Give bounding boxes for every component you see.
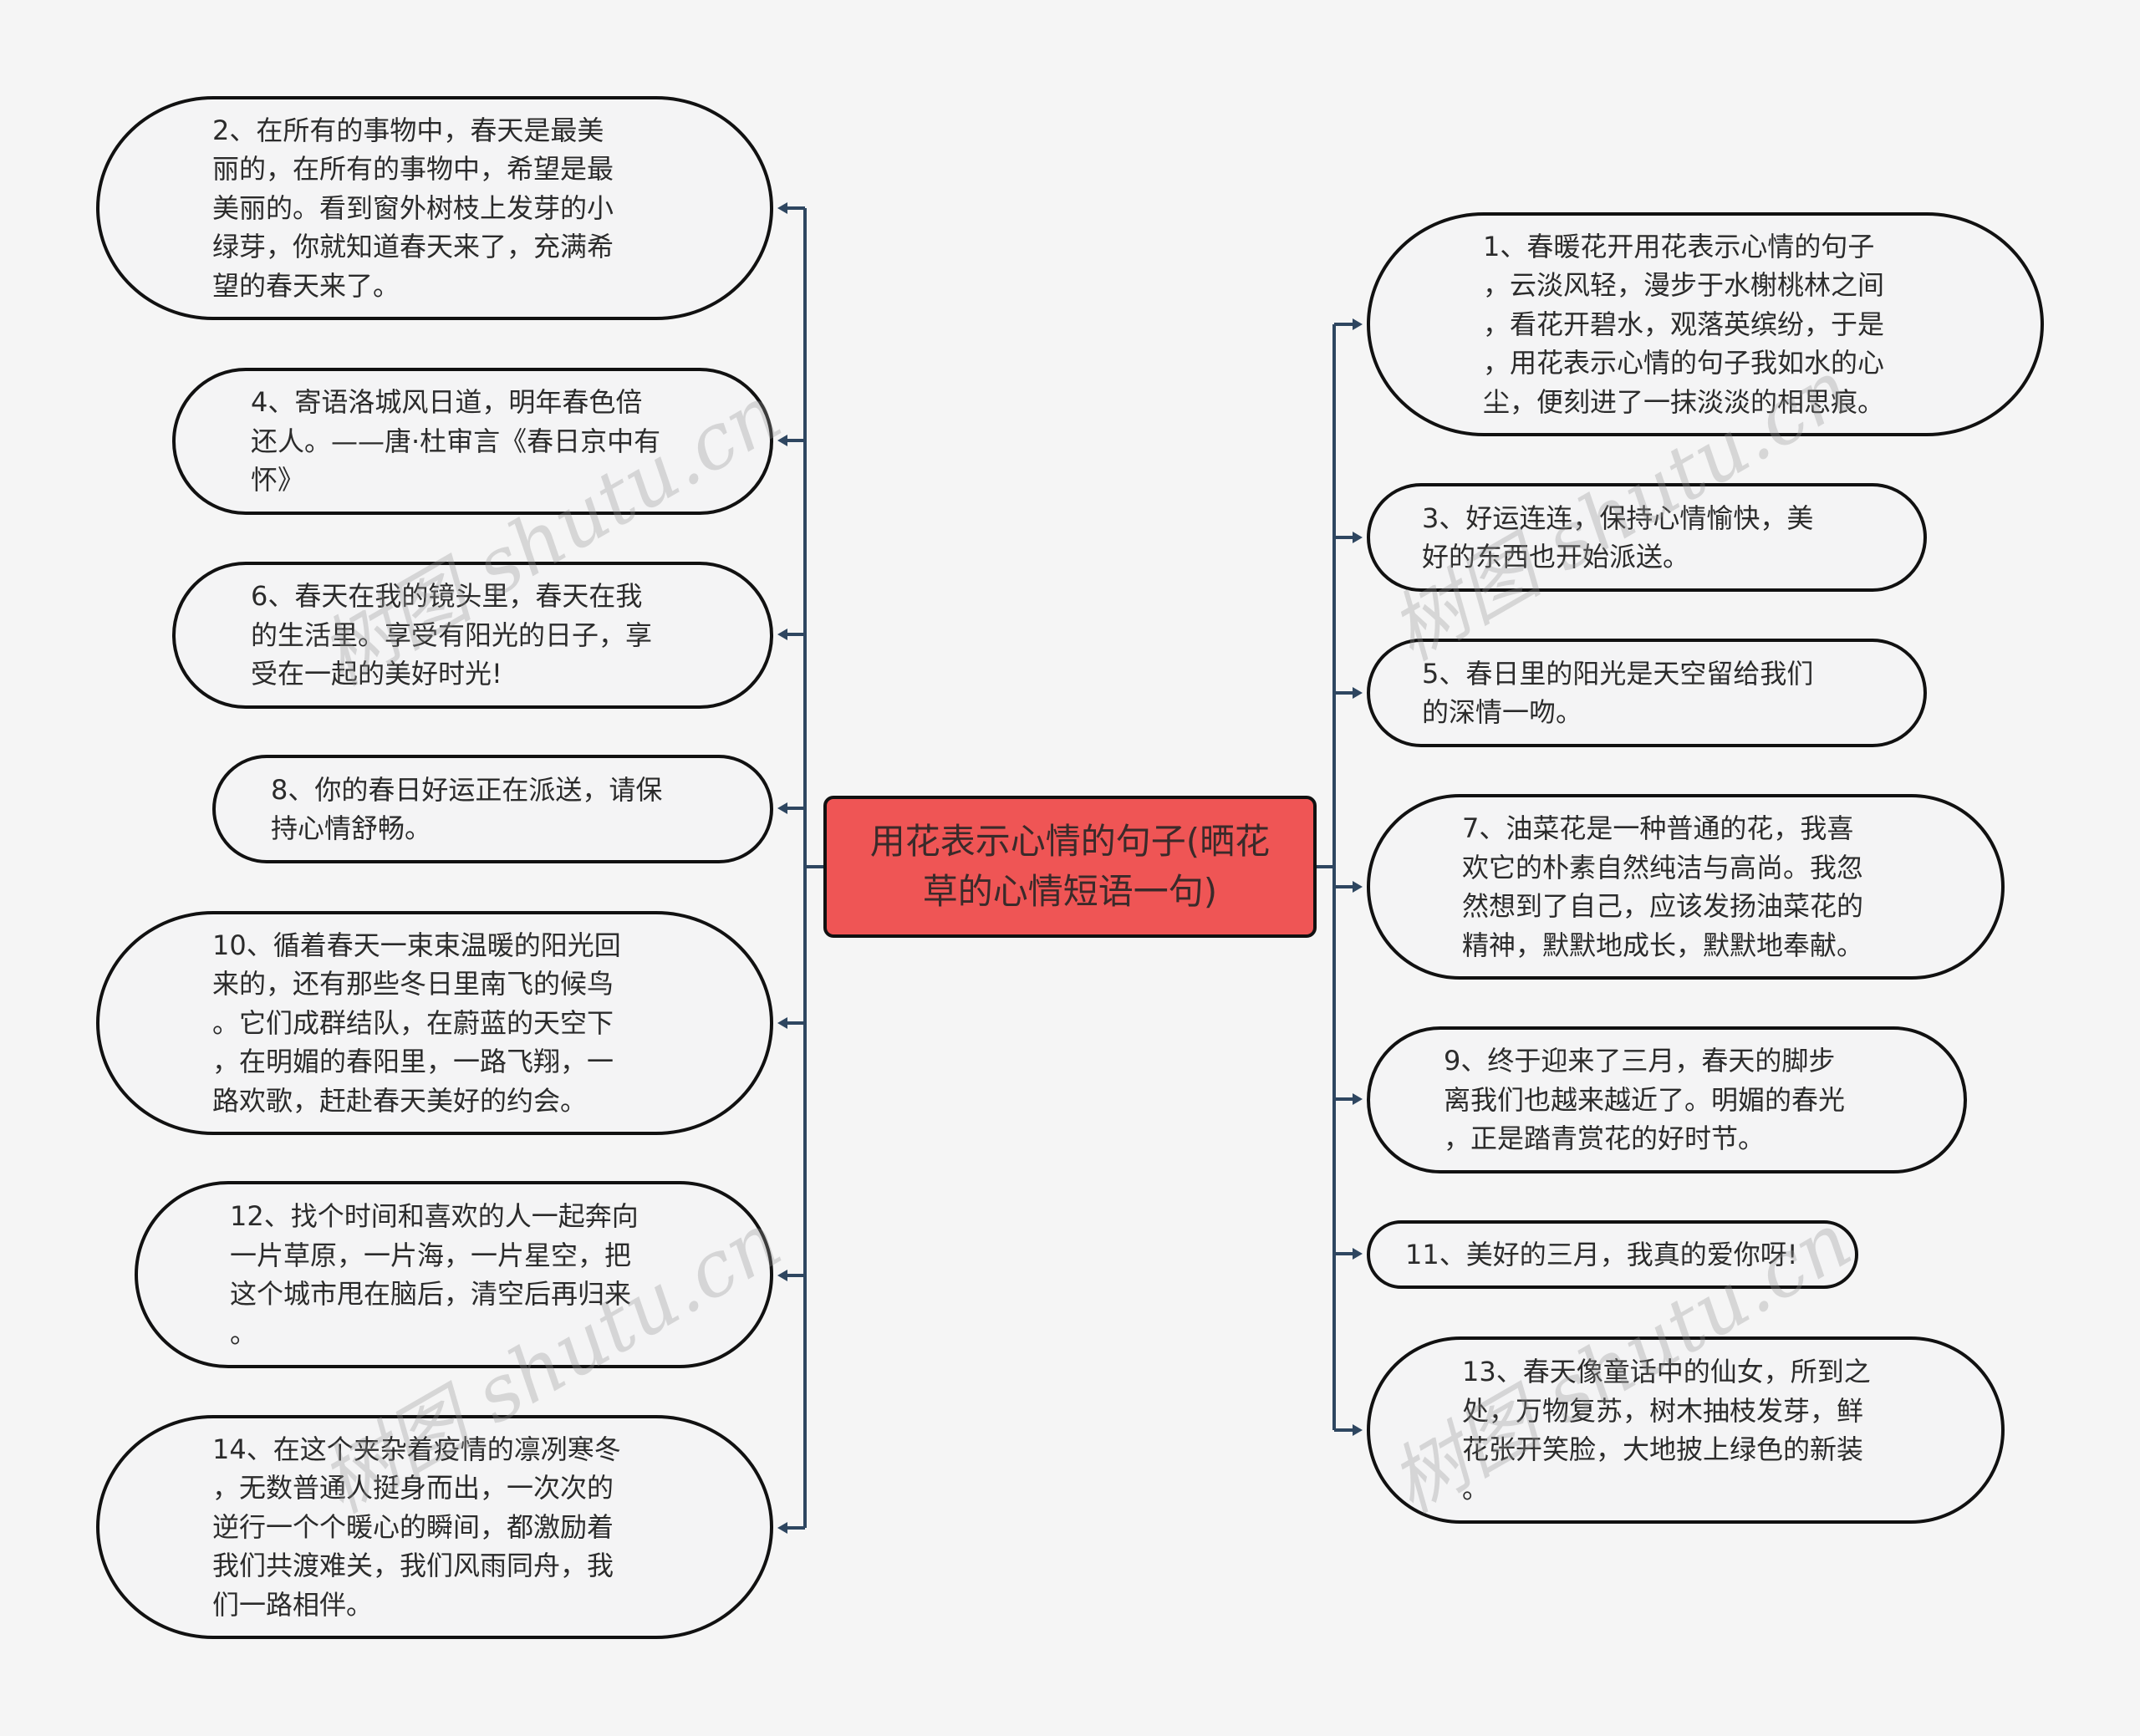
mind-map-node-14[interactable]: 14、在这个夹杂着疫情的凛冽寒冬 ，无数普通人挺身而出，一次次的 逆行一个个暖心… xyxy=(96,1415,773,1639)
mind-map-node-13[interactable]: 13、春天像童话中的仙女，所到之 处，万物复苏，树木抽枝发芽，鲜 花张开笑脸，大… xyxy=(1367,1336,2005,1524)
node-text: 6、春天在我的镜头里，春天在我 的生活里。享受有阳光的日子，享 受在一起的美好时… xyxy=(251,580,653,690)
node-text: 14、在这个夹杂着疫情的凛冽寒冬 ，无数普通人挺身而出，一次次的 逆行一个个暖心… xyxy=(212,1433,621,1621)
mind-map-node-6[interactable]: 6、春天在我的镜头里，春天在我 的生活里。享受有阳光的日子，享 受在一起的美好时… xyxy=(172,562,773,709)
mind-map-node-9[interactable]: 9、终于迎来了三月，春天的脚步 离我们也越来越近了。明媚的春光 ，正是踏青赏花的… xyxy=(1367,1026,1967,1173)
node-text: 13、春天像童话中的仙女，所到之 处，万物复苏，树木抽枝发芽，鲜 花张开笑脸，大… xyxy=(1462,1356,1871,1504)
node-text: 1、春暖花开用花表示心情的句子 ，云淡风轻，漫步于水榭桃林之间 ，看花开碧水，观… xyxy=(1483,230,1885,418)
mind-map-node-4[interactable]: 4、寄语洛城风日道，明年春色倍 还人。——唐·杜审言《春日京中有 怀》 xyxy=(172,368,773,515)
mind-map-node-1[interactable]: 1、春暖花开用花表示心情的句子 ，云淡风轻，漫步于水榭桃林之间 ，看花开碧水，观… xyxy=(1367,212,2044,436)
node-text: 11、美好的三月，我真的爱你呀! xyxy=(1405,1238,1798,1270)
mind-map-node-7[interactable]: 7、油菜花是一种普通的花，我喜 欢它的朴素自然纯洁与高尚。我忽 然想到了自己，应… xyxy=(1367,794,2005,980)
node-text: 3、好运连连，保持心情愉快，美 好的东西也开始派送。 xyxy=(1422,501,1814,573)
mind-map-node-10[interactable]: 10、循着春天一束束温暖的阳光回 来的，还有那些冬日里南飞的候鸟 。它们成群结队… xyxy=(96,911,773,1135)
node-text: 9、终于迎来了三月，春天的脚步 离我们也越来越近了。明媚的春光 ，正是踏青赏花的… xyxy=(1444,1045,1846,1155)
node-text: 8、你的春日好运正在派送，请保 持心情舒畅。 xyxy=(271,773,663,845)
node-text: 10、循着春天一束束温暖的阳光回 来的，还有那些冬日里南飞的候鸟 。它们成群结队… xyxy=(212,929,621,1117)
central-topic-title: 用花表示心情的句子(晒花 草的心情短语一句) xyxy=(869,821,1271,912)
node-text: 4、寄语洛城风日道，明年春色倍 还人。——唐·杜审言《春日京中有 怀》 xyxy=(251,386,661,496)
mind-map-node-8[interactable]: 8、你的春日好运正在派送，请保 持心情舒畅。 xyxy=(212,755,773,863)
node-text: 7、油菜花是一种普通的花，我喜 欢它的朴素自然纯洁与高尚。我忽 然想到了自己，应… xyxy=(1462,812,1864,961)
mind-map-node-11[interactable]: 11、美好的三月，我真的爱你呀! xyxy=(1367,1220,1858,1289)
node-text: 12、找个时间和喜欢的人一起奔向 一片草原，一片海，一片星空，把 这个城市甩在脑… xyxy=(230,1200,639,1349)
mind-map-node-2[interactable]: 2、在所有的事物中，春天是最美 丽的，在所有的事物中，希望是最 美丽的。看到窗外… xyxy=(96,96,773,320)
node-text: 2、在所有的事物中，春天是最美 丽的，在所有的事物中，希望是最 美丽的。看到窗外… xyxy=(212,114,614,302)
node-text: 5、春日里的阳光是天空留给我们 的深情一吻。 xyxy=(1422,657,1814,729)
central-topic[interactable]: 用花表示心情的句子(晒花 草的心情短语一句) xyxy=(823,796,1317,938)
mind-map-node-12[interactable]: 12、找个时间和喜欢的人一起奔向 一片草原，一片海，一片星空，把 这个城市甩在脑… xyxy=(135,1181,773,1368)
mind-map-node-3[interactable]: 3、好运连连，保持心情愉快，美 好的东西也开始派送。 xyxy=(1367,483,1927,592)
arrowheads xyxy=(777,202,1363,1534)
mind-map-node-5[interactable]: 5、春日里的阳光是天空留给我们 的深情一吻。 xyxy=(1367,639,1927,747)
